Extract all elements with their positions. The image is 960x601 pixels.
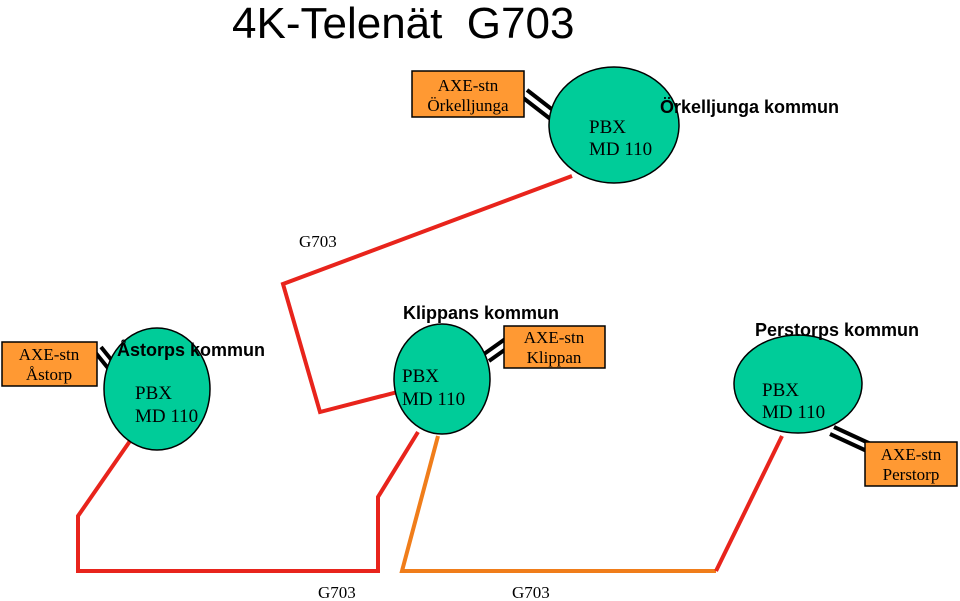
axe-station-astorp: AXE-stn Åstorp <box>1 341 98 387</box>
pbx-label-line2: MD 110 <box>135 406 198 427</box>
municipality-label-perstorp: Perstorps kommun <box>755 320 919 340</box>
pbx-node-astorp: PBX MD 110 <box>103 327 211 451</box>
axe-station-klippan: AXE-stn Klippan <box>503 325 606 369</box>
pbx-node-orkelljunga: PBX MD 110 <box>548 66 680 184</box>
municipality-label-klippan: Klippans kommun <box>403 303 559 323</box>
axe-label-line1: AXE-stn <box>881 445 942 464</box>
axe-label-line2: Örkelljunga <box>427 96 509 115</box>
pbx-label-line2: MD 110 <box>762 402 825 423</box>
link-label-bottom-left: G703 <box>318 583 356 601</box>
pbx-label-line2: MD 110 <box>402 389 465 410</box>
page-title: 4K-Telenät G703 <box>232 0 574 48</box>
pbx-label-line1: PBX <box>402 366 439 387</box>
axe-label-line1: AXE-stn <box>438 76 499 95</box>
link-label-top: G703 <box>299 232 337 251</box>
link-label-bottom-right: G703 <box>512 583 550 601</box>
pbx-label-line1: PBX <box>589 117 626 138</box>
g703-link-orkelljunga-klippan <box>280 174 573 415</box>
axe-station-perstorp: AXE-stn Perstorp <box>864 441 958 487</box>
axe-label-line1: AXE-stn <box>524 328 585 347</box>
pbx-label-line2: MD 110 <box>589 139 652 160</box>
pbx-label-line1: PBX <box>135 383 172 404</box>
municipality-label-astorp: Åstorps kommun <box>117 340 265 360</box>
pbx-label-line1: PBX <box>762 380 799 401</box>
municipality-label-orkelljunga: Örkelljunga kommun <box>660 97 839 117</box>
pbx-node-klippan: PBX MD 110 <box>393 323 491 435</box>
pbx-node-perstorp: PBX MD 110 <box>733 334 863 434</box>
axe-label-line1: AXE-stn <box>19 345 80 364</box>
link-klippan-bottom <box>399 435 716 573</box>
axe-station-orkelljunga: AXE-stn Örkelljunga <box>411 70 525 118</box>
axe-label-line2: Perstorp <box>883 465 940 484</box>
axe-label-line2: Klippan <box>527 348 582 367</box>
g703-link-astorp-klippan <box>76 430 420 573</box>
link-perstorp-bottom <box>714 435 784 572</box>
axe-label-line2: Åstorp <box>26 365 72 384</box>
